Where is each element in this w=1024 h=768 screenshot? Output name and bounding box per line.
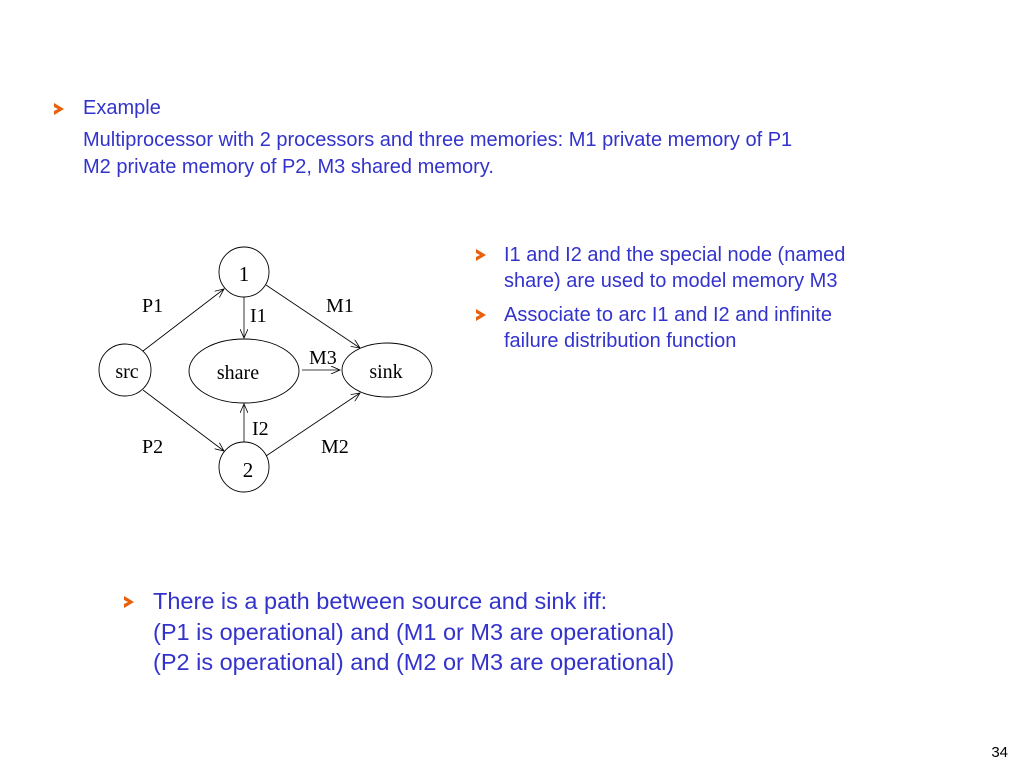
side-bullet-2-line-2: failure distribution function (504, 330, 737, 352)
conclusion-line-3: (P2 is operational) and (M2 or M3 are op… (153, 649, 675, 675)
node-share (188, 338, 300, 404)
network-diagram: 1 2 src share sink P1 P2 M1 M2 M3 I1 I2 (98, 246, 433, 493)
edge-p1 (142, 289, 224, 352)
bullet-arrow-icon (476, 309, 486, 321)
edge-p2-label: P2 (142, 436, 163, 458)
edge-i1-label: I1 (250, 305, 267, 327)
edge-p2 (142, 389, 224, 451)
node-share-label: share (217, 362, 259, 384)
example-line-2: M2 private memory of P2, M3 shared memor… (83, 156, 494, 178)
edge-m2-label: M2 (321, 436, 349, 458)
edge-m2 (265, 393, 360, 457)
side-bullet-1-line-2: share) are used to model memory M3 (504, 270, 838, 292)
node-2-label: 2 (243, 458, 254, 482)
bullet-arrow-icon (54, 103, 64, 115)
side-bullet-1-line-1: I1 and I2 and the special node (named (504, 244, 846, 266)
example-line-1: Multiprocessor with 2 processors and thr… (83, 129, 793, 151)
node-sink (341, 342, 433, 398)
edge-m3-label: M3 (309, 347, 337, 369)
side-bullet-2-line-1: Associate to arc I1 and I2 and infinite (504, 304, 832, 326)
edge-m1 (265, 284, 360, 348)
example-heading: Example (83, 97, 161, 119)
edge-i2-label: I2 (252, 418, 269, 440)
node-src-label: src (115, 361, 138, 383)
conclusion-line-2: (P1 is operational) and (M1 or M3 are op… (153, 619, 675, 645)
edge-m1-label: M1 (326, 295, 354, 317)
page-number: 34 (991, 744, 1008, 761)
edge-p1-label: P1 (142, 295, 163, 317)
node-1-label: 1 (239, 262, 250, 286)
conclusion-line-1: There is a path between source and sink … (153, 588, 608, 614)
node-src (98, 343, 152, 397)
bullet-arrow-icon (124, 596, 134, 608)
bullet-arrow-icon (476, 249, 486, 261)
node-sink-label: sink (369, 361, 402, 383)
